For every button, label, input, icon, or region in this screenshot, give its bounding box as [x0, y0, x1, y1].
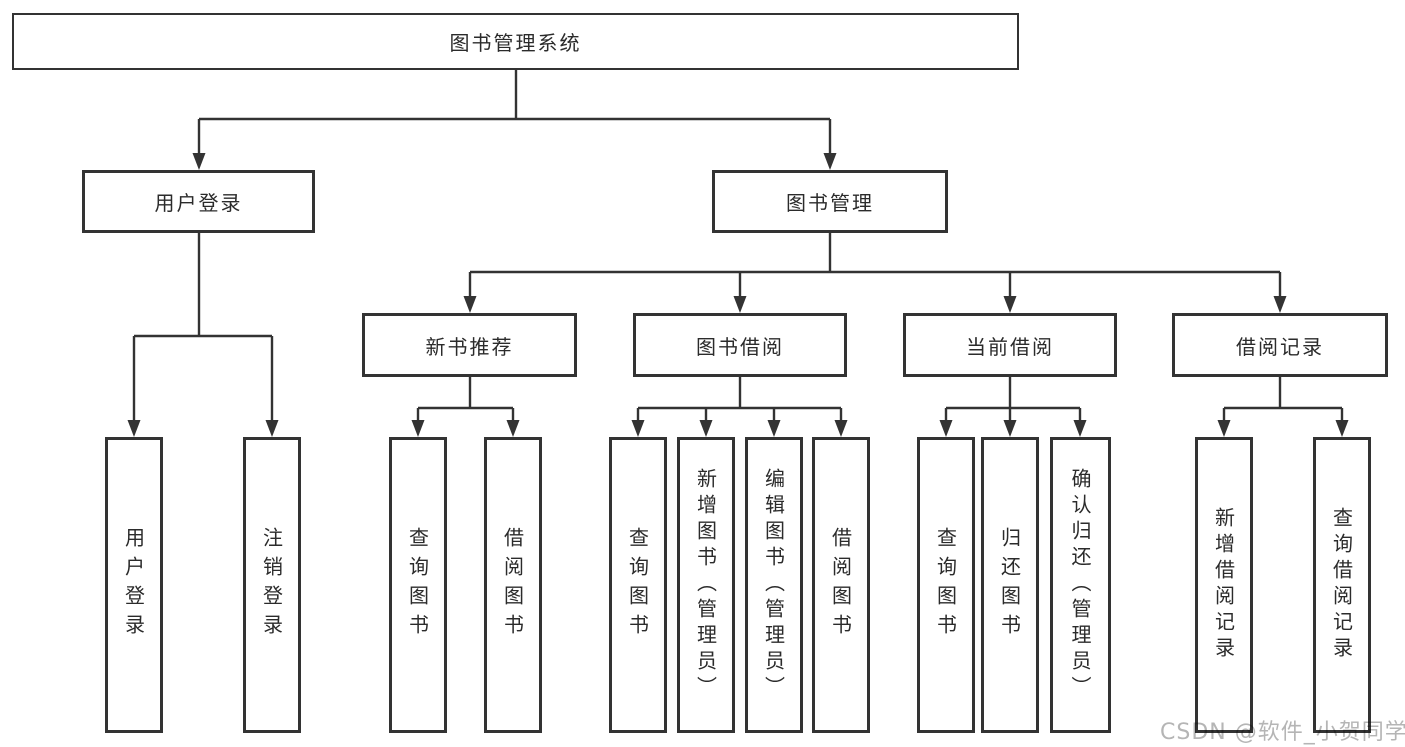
- arrowhead: [1273, 296, 1287, 313]
- arrowhead: [767, 420, 781, 437]
- leaf-borrow-edit-books-admin: 编辑图书（管理员）: [745, 437, 803, 733]
- leaf-borrow-borrow-books: 借阅图书: [812, 437, 870, 733]
- node-borrow-records: 借阅记录: [1172, 313, 1388, 377]
- leaf-recommend-query-books: 查询图书: [389, 437, 447, 733]
- connector-user-login-children: [127, 233, 279, 437]
- arrowhead: [463, 296, 477, 313]
- arrowhead: [265, 420, 279, 437]
- arrowhead: [127, 420, 141, 437]
- leaf-records-query-record: 查询借阅记录: [1313, 437, 1371, 733]
- arrowhead: [699, 420, 713, 437]
- leaf-logout: 注销登录: [243, 437, 301, 733]
- leaf-borrow-add-books-admin: 新增图书（管理员）: [677, 437, 735, 733]
- node-book-borrow: 图书借阅: [633, 313, 847, 377]
- arrowhead: [1003, 420, 1017, 437]
- leaf-recommend-borrow-books: 借阅图书: [484, 437, 542, 733]
- csdn-watermark: CSDN @软件_小贺同学: [1160, 720, 1405, 745]
- arrowhead: [411, 420, 425, 437]
- node-new-book-recommend: 新书推荐: [362, 313, 577, 377]
- arrowhead: [1073, 420, 1087, 437]
- leaf-current-query-books: 查询图书: [917, 437, 975, 733]
- connector-root-to-branches: [192, 70, 837, 170]
- arrowhead: [506, 420, 520, 437]
- node-book-management: 图书管理: [712, 170, 948, 233]
- arrowhead: [939, 420, 953, 437]
- connector-book-borrow-children: [631, 377, 848, 437]
- arrowhead: [1003, 296, 1017, 313]
- arrowhead: [1335, 420, 1349, 437]
- connector-new-book-children: [411, 377, 520, 437]
- leaf-borrow-query-books: 查询图书: [609, 437, 667, 733]
- arrowhead: [733, 296, 747, 313]
- node-current-borrow: 当前借阅: [903, 313, 1117, 377]
- leaf-records-add-record: 新增借阅记录: [1195, 437, 1253, 733]
- connector-book-management-sections: [463, 233, 1287, 313]
- node-root-system: 图书管理系统: [12, 13, 1019, 70]
- arrowhead: [834, 420, 848, 437]
- node-user-login: 用户登录: [82, 170, 315, 233]
- arrowhead: [631, 420, 645, 437]
- arrowhead: [1217, 420, 1231, 437]
- connector-current-borrow-children: [939, 377, 1087, 437]
- arrowhead: [823, 153, 837, 170]
- leaf-current-return-books: 归还图书: [981, 437, 1039, 733]
- arrowhead: [192, 153, 206, 170]
- leaf-user-login: 用户登录: [105, 437, 163, 733]
- leaf-current-confirm-return-admin: 确认归还（管理员）: [1050, 437, 1111, 733]
- connector-borrow-records-children: [1217, 377, 1349, 437]
